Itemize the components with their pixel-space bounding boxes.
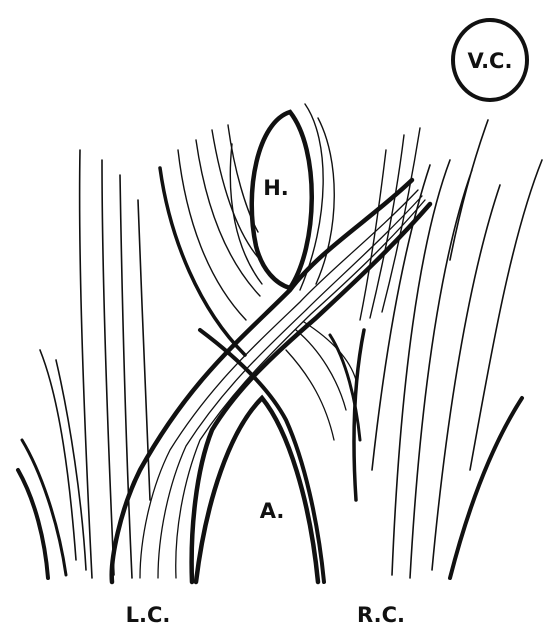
vc-structure: V.C.	[453, 20, 527, 100]
h-label: H.	[263, 176, 289, 200]
right-column-lines	[372, 120, 542, 578]
left-column-lines-2	[178, 125, 262, 320]
h-outline	[252, 112, 312, 288]
vc-label: V.C.	[468, 49, 513, 73]
h-structure: H.	[230, 104, 334, 290]
lc-label: L.C.	[126, 603, 171, 627]
rc-label: R.C.	[357, 603, 405, 627]
right-column-outer-edge	[450, 398, 522, 578]
a-label: A.	[260, 499, 285, 523]
left-column-lines	[40, 150, 150, 578]
under-band-fibers	[286, 322, 356, 440]
left-column-inner-edge	[160, 168, 245, 355]
right-column	[354, 120, 542, 578]
under-band	[200, 322, 360, 582]
